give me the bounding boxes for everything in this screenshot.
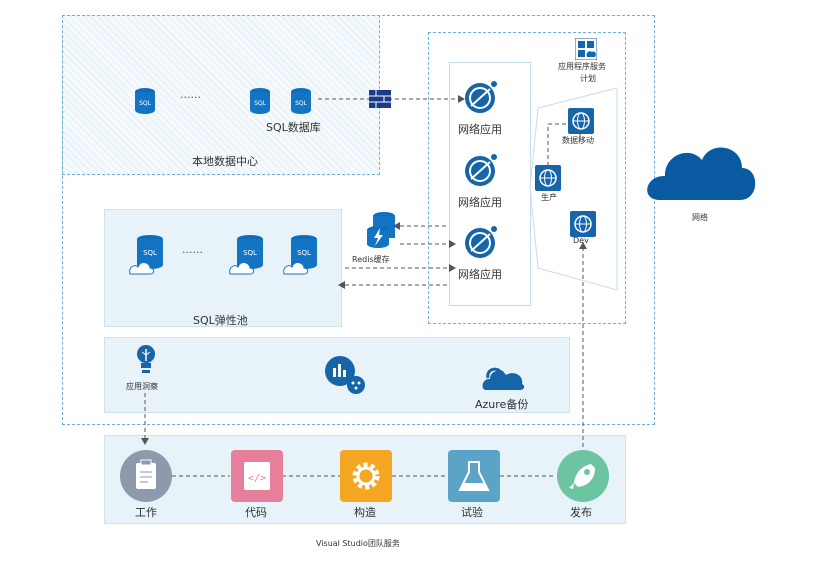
azure-boundary bbox=[62, 15, 655, 425]
ellipsis-elastic: ...... bbox=[182, 243, 203, 256]
analytics-icon bbox=[323, 354, 367, 400]
internet-cloud-icon bbox=[647, 147, 756, 200]
azure-backup-label: Azure备份 bbox=[475, 398, 529, 411]
redis-label: Redis缓存 bbox=[352, 255, 390, 264]
sql-elastic-label: SQL弹性池 bbox=[193, 314, 248, 327]
build-label: 构造 bbox=[354, 506, 376, 519]
app-service-plan-label-1: 应用程序服务 bbox=[558, 62, 606, 71]
web-app-icon-1 bbox=[463, 79, 499, 119]
release-label: 发布 bbox=[570, 506, 592, 519]
svg-text:SQL: SQL bbox=[243, 249, 257, 257]
onprem-datacenter-boundary bbox=[62, 15, 380, 175]
traffic-manager-icon bbox=[568, 108, 594, 134]
svg-text:SQL: SQL bbox=[295, 100, 308, 107]
sql-elastic-db-icon-3: SQL bbox=[282, 234, 322, 282]
vsts-label: Visual Studio团队服务 bbox=[316, 539, 400, 548]
code-icon: </> bbox=[231, 450, 283, 506]
onprem-dc-label: 本地数据中心 bbox=[192, 155, 258, 168]
rocket-icon bbox=[557, 450, 609, 506]
work-label: 工作 bbox=[135, 506, 157, 519]
app-insights-label: 应用洞察 bbox=[126, 382, 158, 391]
redis-cache-icon bbox=[364, 210, 398, 254]
svg-text:</>: </> bbox=[248, 473, 266, 484]
app-insights-icon bbox=[135, 343, 157, 381]
sql-elastic-db-icon-1: SQL bbox=[128, 234, 168, 282]
web-app-icon-2 bbox=[463, 152, 499, 192]
dev-label: Dev bbox=[573, 236, 589, 245]
firewall-icon bbox=[369, 90, 391, 108]
code-label: 代码 bbox=[245, 506, 267, 519]
ellipsis-onprem: ...... bbox=[180, 88, 201, 101]
work-icon bbox=[120, 450, 172, 506]
web-app-label-2: 网络应用 bbox=[458, 196, 502, 209]
gear-icon bbox=[340, 450, 392, 506]
web-app-label-1: 网络应用 bbox=[458, 123, 502, 136]
flask-icon bbox=[448, 450, 500, 506]
sql-db-icon-onprem-3: SQL bbox=[290, 87, 312, 119]
sql-db-label: SQL数据库 bbox=[266, 121, 321, 134]
app-service-plan-label-2: 计划 bbox=[580, 74, 596, 83]
app-service-plan-icon bbox=[574, 37, 598, 64]
svg-text:SQL: SQL bbox=[297, 249, 311, 257]
test-label: 试验 bbox=[461, 506, 483, 519]
internet-label: 网络 bbox=[692, 213, 708, 222]
web-app-icon-3 bbox=[463, 224, 499, 264]
sql-db-icon-onprem-1: SQL bbox=[134, 87, 156, 119]
sql-elastic-db-icon-2: SQL bbox=[228, 234, 268, 282]
prod-label: 生产 bbox=[541, 193, 557, 202]
azure-backup-icon bbox=[482, 360, 526, 398]
web-app-label-3: 网络应用 bbox=[458, 268, 502, 281]
traffic-manager-label: 数据移动 bbox=[562, 136, 594, 145]
sql-db-icon-onprem-2: SQL bbox=[249, 87, 271, 119]
svg-text:SQL: SQL bbox=[143, 249, 157, 257]
app-service-plan-boundary bbox=[428, 32, 626, 324]
svg-text:SQL: SQL bbox=[254, 100, 267, 107]
prod-icon bbox=[535, 165, 561, 191]
environments-bracket bbox=[529, 87, 618, 291]
svg-text:SQL: SQL bbox=[139, 100, 152, 107]
dev-icon bbox=[570, 211, 596, 237]
